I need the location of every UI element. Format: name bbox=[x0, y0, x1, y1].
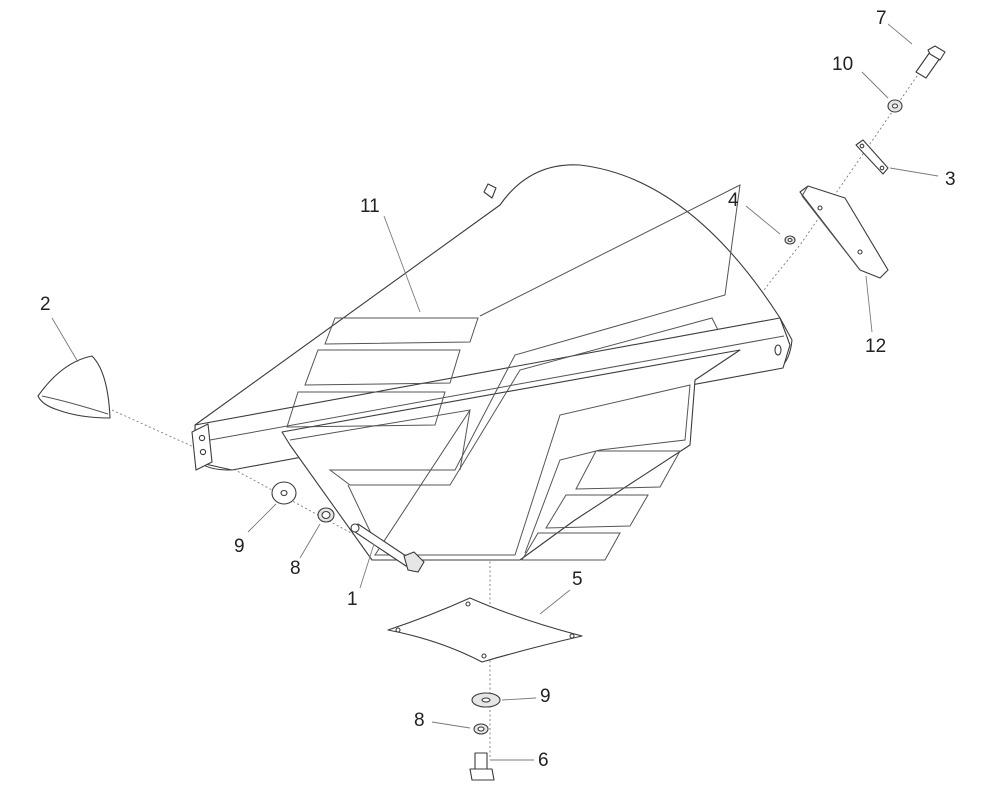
short-bolt-part-6 bbox=[469, 752, 495, 781]
callout-5: 5 bbox=[572, 569, 583, 590]
long-bolt-part-1 bbox=[350, 523, 425, 573]
callout-12: 12 bbox=[865, 336, 886, 357]
callout-8-upper: 8 bbox=[290, 558, 301, 579]
end-plate bbox=[799, 185, 889, 279]
callout-9-lower: 9 bbox=[540, 686, 551, 707]
nut-part-4 bbox=[784, 235, 796, 245]
callout-3: 3 bbox=[945, 169, 956, 190]
callout-labels: 7 10 3 4 12 11 2 9 8 1 5 9 8 6 bbox=[40, 8, 956, 771]
washer-part-9-lower bbox=[471, 692, 501, 708]
callout-7: 7 bbox=[876, 8, 887, 29]
hood-part bbox=[37, 355, 111, 419]
bolt-part-7 bbox=[915, 45, 946, 79]
ring-part-8-lower bbox=[473, 723, 489, 735]
callout-6: 6 bbox=[538, 750, 549, 771]
main-housing bbox=[191, 164, 793, 561]
bottom-plate bbox=[387, 597, 583, 663]
callout-9-upper: 9 bbox=[234, 536, 245, 557]
washer-part-9-upper bbox=[271, 481, 297, 505]
callout-2: 2 bbox=[40, 294, 51, 315]
ring-part-8-upper bbox=[317, 507, 335, 523]
washer-part-10 bbox=[887, 99, 903, 113]
callout-1: 1 bbox=[347, 589, 358, 610]
callout-11: 11 bbox=[360, 196, 380, 217]
callout-4: 4 bbox=[728, 190, 739, 211]
callout-leaders bbox=[51, 23, 939, 761]
link-strap bbox=[855, 139, 889, 175]
callout-10: 10 bbox=[832, 54, 853, 75]
callout-8-lower: 8 bbox=[414, 710, 425, 731]
